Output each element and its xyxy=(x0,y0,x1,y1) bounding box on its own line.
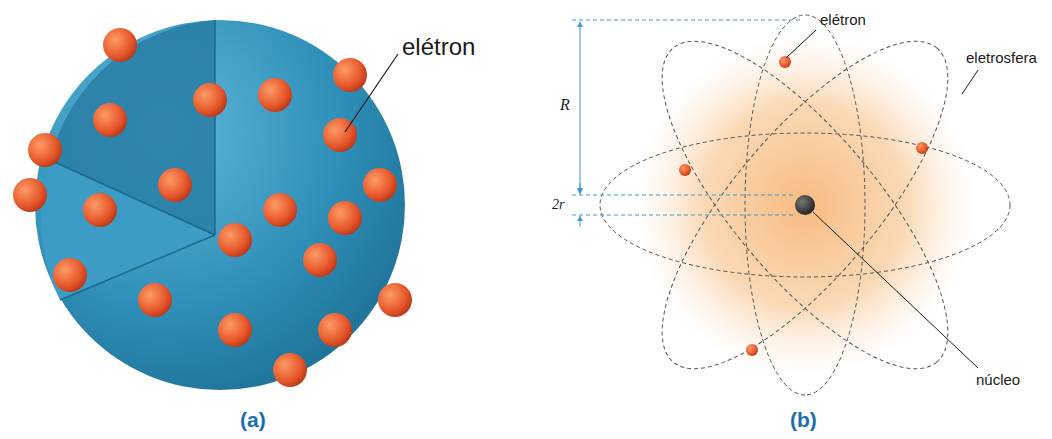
nucleus xyxy=(795,195,815,215)
electron-dots xyxy=(679,56,928,356)
electron xyxy=(318,313,352,347)
leader-line xyxy=(345,54,398,132)
electron-label: elétron xyxy=(820,12,866,29)
electron xyxy=(263,193,297,227)
electron xyxy=(779,56,791,68)
electron xyxy=(746,344,758,356)
electron xyxy=(273,353,307,387)
thomson-sphere xyxy=(35,20,405,390)
nucleus-label: núcleo xyxy=(976,372,1020,389)
panel-caption: (b) xyxy=(790,408,817,431)
electron xyxy=(916,142,928,154)
electron xyxy=(323,118,357,152)
electron xyxy=(679,164,691,176)
electron xyxy=(218,313,252,347)
electron xyxy=(83,193,117,227)
electron xyxy=(103,28,137,62)
electron xyxy=(218,223,252,257)
dimension-label: R xyxy=(560,96,570,114)
electron xyxy=(328,201,362,235)
electron xyxy=(13,178,47,212)
dimension-lines xyxy=(572,20,800,227)
electron-dots xyxy=(13,28,412,387)
electrosphere-label: eletrosfera xyxy=(966,50,1037,67)
electron xyxy=(363,168,397,202)
electron xyxy=(93,103,127,137)
dimension-label: 2r xyxy=(552,197,564,212)
electron xyxy=(138,283,172,317)
electrosphere-glow xyxy=(635,35,975,375)
leader-lines xyxy=(786,30,978,368)
electron xyxy=(28,133,62,167)
electron xyxy=(303,243,337,277)
orbits xyxy=(600,2,1010,409)
electron xyxy=(258,78,292,112)
electron xyxy=(333,58,367,92)
electron xyxy=(53,258,87,292)
electron-label: elétron xyxy=(402,34,475,60)
panel-caption: (a) xyxy=(240,408,266,431)
electron xyxy=(378,283,412,317)
electron xyxy=(158,168,192,202)
electron xyxy=(193,83,227,117)
